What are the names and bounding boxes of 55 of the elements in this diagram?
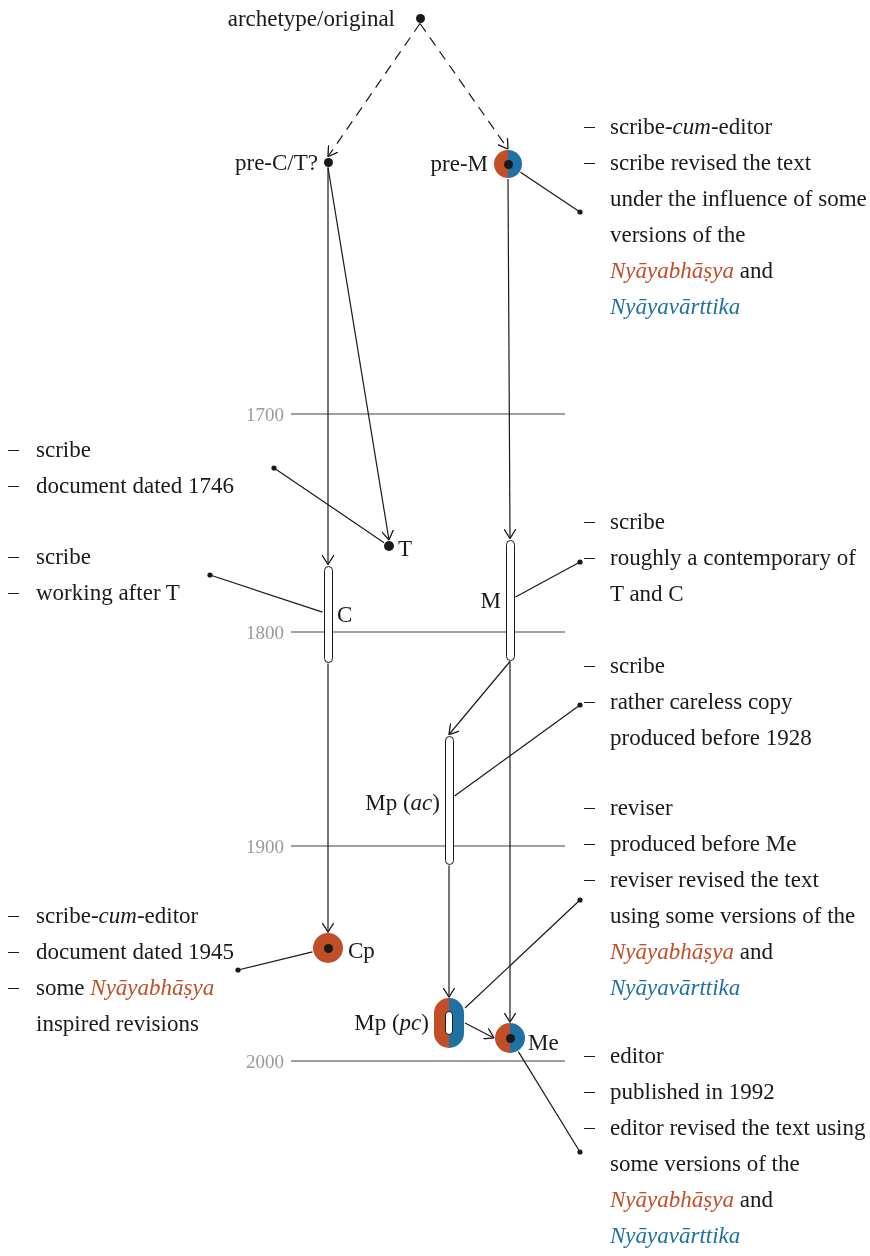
siglum-label: T <box>398 536 413 560</box>
siglum-label: M <box>480 588 501 612</box>
year-label: 1900 <box>246 836 284 856</box>
siglum-label: Mp (pc) <box>354 1010 429 1034</box>
witness-pill <box>434 998 464 1048</box>
note-text: produced before Me <box>610 830 797 858</box>
arrow <box>448 660 511 736</box>
siglum-label: Mp (ac) <box>365 790 440 814</box>
arrow <box>419 22 509 150</box>
arrow <box>321 662 335 933</box>
siglum-label: archetype/original <box>227 6 395 30</box>
leader-line <box>517 1051 583 1155</box>
note-text: published in 1992 <box>610 1078 775 1106</box>
siglum-label: pre-M <box>430 151 488 175</box>
arrow <box>503 178 517 540</box>
arrow <box>327 22 421 158</box>
year-label: 1800 <box>246 622 284 642</box>
note-text: working after T <box>36 579 180 607</box>
year-label: 2000 <box>246 1051 284 1071</box>
note-text: scribe <box>610 652 665 680</box>
leader-line <box>453 702 583 797</box>
leader-line <box>271 465 385 544</box>
note-text: scribe-cum-editor <box>610 113 773 141</box>
arrow <box>327 166 395 541</box>
arrow <box>442 864 456 998</box>
siglum-label: Cp <box>348 938 375 962</box>
leader-line <box>514 559 583 598</box>
note-text: rather careless copy produced before 1928 <box>610 688 813 752</box>
year-label: 1700 <box>246 404 284 424</box>
note-text: scribe-cum-editor <box>36 902 199 930</box>
witness-bar <box>505 539 515 661</box>
siglum-label: C <box>337 602 353 626</box>
note-text: reviser revised the text using some versions of the Nyāyabhāṣya and Nyāyavārttika <box>610 866 857 1002</box>
siglum-label: pre-C/T? <box>235 150 318 174</box>
witness-bar <box>323 565 333 663</box>
siglum-label: Me <box>528 1030 559 1054</box>
leader-line <box>207 572 324 613</box>
note-text: editor <box>610 1042 664 1070</box>
note-text: roughly a contemporary of T and C <box>610 544 857 608</box>
arrow <box>503 660 517 1023</box>
note-text: document dated 1945 <box>36 938 234 966</box>
leader-line <box>235 951 314 973</box>
leader-line <box>519 171 583 215</box>
note-text: editor revised the text using some versions of the Nyāyabhāṣya and Nyāyavārttika <box>610 1114 867 1250</box>
witness-bar <box>444 735 454 865</box>
note-text: scribe <box>610 508 665 536</box>
arrow <box>464 1022 495 1040</box>
arrow <box>321 166 335 566</box>
note-text: document dated 1746 <box>36 472 234 500</box>
note-text: scribe revised the text under the influence of some versions of the Nyāyabhāṣya and Nyāyavārttika <box>610 149 868 321</box>
leader-line <box>464 897 583 1009</box>
note-text: scribe <box>36 436 91 464</box>
note-text: scribe <box>36 543 91 571</box>
note-text: some Nyāyabhāṣya inspired revisions <box>36 974 216 1038</box>
note-text: reviser <box>610 794 673 822</box>
